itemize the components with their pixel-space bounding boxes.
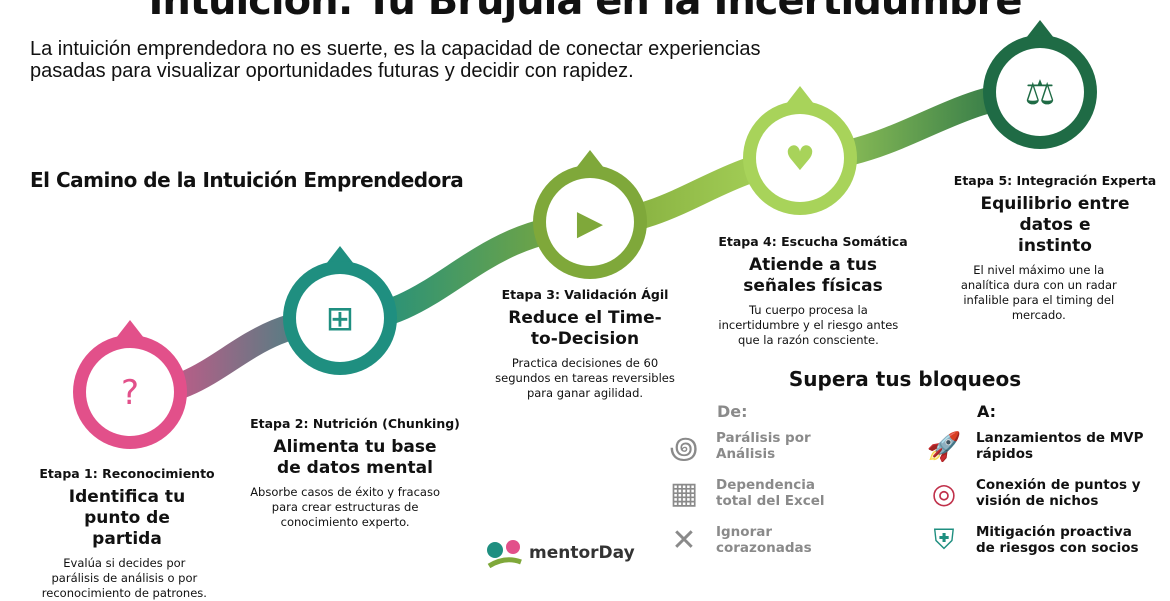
stage-description: El nivel máximo une la analítica dura co… bbox=[960, 263, 1117, 322]
stage-title: Reduce el Time-to-Decision bbox=[508, 308, 662, 349]
stage-description: Absorbe casos de éxito y fracaso para cr… bbox=[250, 485, 440, 529]
stage-label: Etapa 1: Reconocimiento bbox=[39, 466, 215, 481]
to-label: A: bbox=[977, 402, 997, 421]
rocket-icon: 🚀 bbox=[926, 429, 962, 463]
stage-title: Identifica tu punto de partida bbox=[68, 487, 186, 549]
blocks-heading: Supera tus bloqueos bbox=[788, 367, 1022, 391]
balance-compass-icon: ⚖ bbox=[1025, 73, 1055, 113]
stage-label: Etapa 4: Escucha Somática bbox=[718, 234, 908, 249]
body-signal-icon: ♥ bbox=[785, 139, 815, 179]
partners-shield-icon: ⛨ bbox=[933, 523, 955, 556]
to-item-text: Mitigación proactiva de riesgos con soci… bbox=[976, 524, 1139, 556]
page-title: Intuición: Tu Brújula en la Incertidumbr… bbox=[148, 0, 1023, 24]
to-item: ⛨ Mitigación proactiva de riesgos con so… bbox=[922, 520, 1146, 560]
logo-text: mentorDay bbox=[529, 543, 635, 563]
stage-4-badge: ♥ bbox=[743, 86, 857, 215]
intro-text: La intuición emprendedora no es suerte, … bbox=[30, 38, 761, 82]
crossed-map-icon: ✕ bbox=[671, 522, 697, 558]
stage-5-badge: ⚖ bbox=[983, 20, 1097, 149]
from-item: ✕ Ignorar corazonadas bbox=[662, 520, 836, 560]
stage-1: Etapa 1: Reconocimiento Identifica tu pu… bbox=[39, 466, 214, 601]
journey-path: ? ⊞ ▶ ♥ ⚖ bbox=[73, 20, 1097, 449]
stage-3: Etapa 3: Validación Ágil Reduce el Time-… bbox=[490, 287, 680, 401]
stage-description: Practica decisiones de 60 segundos en ta… bbox=[495, 356, 675, 400]
from-label: De: bbox=[717, 402, 748, 421]
stage-5: Etapa 5: Integración Experta Equilibrio … bbox=[954, 173, 1156, 323]
stage-title: Alimenta tu base de datos mental bbox=[273, 437, 437, 478]
stage-2: Etapa 2: Nutrición (Chunking) Alimenta t… bbox=[250, 416, 460, 530]
stopwatch-icon: ▶ bbox=[577, 203, 604, 243]
network-target-icon: ◎ bbox=[931, 476, 957, 510]
stage-description: Tu cuerpo procesa la incertidumbre y el … bbox=[718, 303, 899, 347]
stage-label: Etapa 2: Nutrición (Chunking) bbox=[250, 416, 460, 431]
from-item-text: Dependencia total del Excel bbox=[716, 477, 825, 509]
path-heading: El Camino de la Intuición Emprendedora bbox=[30, 168, 464, 192]
to-item: 🚀 Lanzamientos de MVP rápidos bbox=[922, 426, 1146, 466]
person-spreadsheet-icon: ▦ bbox=[669, 475, 699, 511]
stage-2-badge: ⊞ bbox=[283, 246, 397, 375]
brain-network-icon: ⊞ bbox=[326, 299, 355, 339]
to-item-text: Lanzamientos de MVP rápidos bbox=[976, 430, 1144, 462]
to-item: ◎ Conexión de puntos y visión de nichos bbox=[922, 473, 1146, 513]
from-item: ▦ Dependencia total del Excel bbox=[662, 473, 836, 513]
stage-description: Evalúa si decides por parálisis de análi… bbox=[41, 556, 207, 600]
mentorday-logo: mentorDay bbox=[485, 538, 635, 568]
stage-title: Atiende a tus señales físicas bbox=[743, 255, 883, 296]
stage-1-badge: ? bbox=[73, 320, 187, 449]
stage-title: Equilibrio entre datos e instinto bbox=[980, 194, 1130, 256]
to-item-text: Conexión de puntos y visión de nichos bbox=[976, 477, 1141, 509]
tangle-icon: ꩜ bbox=[669, 430, 699, 466]
stage-3-badge: ▶ bbox=[533, 150, 647, 279]
person-question-icon: ? bbox=[121, 373, 139, 413]
from-item: ꩜ Parálisis por Análisis bbox=[662, 426, 836, 466]
from-item-text: Ignorar corazonadas bbox=[716, 524, 812, 556]
from-item-text: Parálisis por Análisis bbox=[716, 430, 811, 462]
stage-label: Etapa 5: Integración Experta bbox=[953, 173, 1157, 188]
logo-icon bbox=[487, 540, 522, 568]
stage-4: Etapa 4: Escucha Somática Atiende a tus … bbox=[718, 234, 907, 348]
stage-label: Etapa 3: Validación Ágil bbox=[501, 287, 669, 302]
